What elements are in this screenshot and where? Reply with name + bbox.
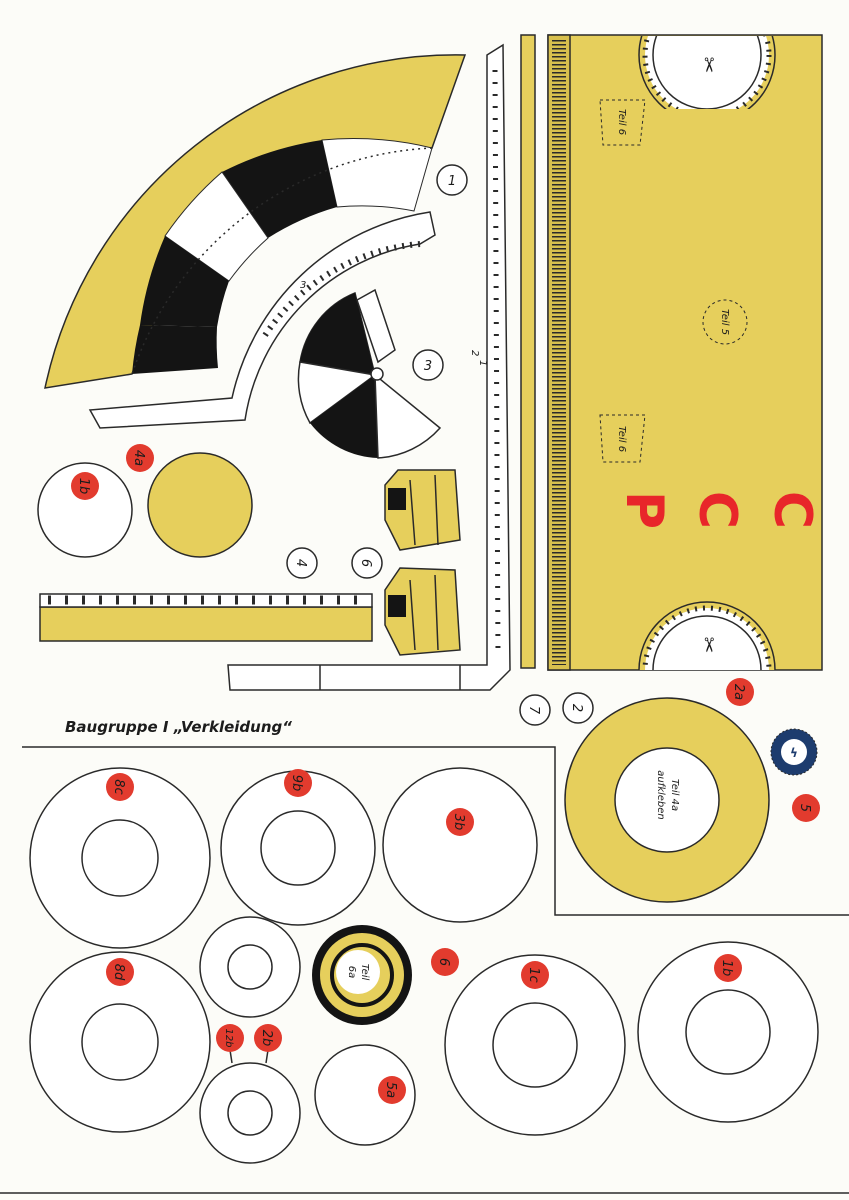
svg-text:8c: 8c bbox=[111, 779, 126, 794]
svg-text:5: 5 bbox=[797, 804, 812, 812]
l-shaped-strip: 1 2 bbox=[227, 43, 511, 691]
part-2-number: 2 bbox=[562, 692, 594, 724]
svg-text:Teil: Teil bbox=[359, 964, 370, 981]
part-4a-disc: 4a bbox=[126, 444, 253, 558]
part-1-number: 1 bbox=[436, 164, 468, 196]
svg-text:3b: 3b bbox=[451, 814, 466, 831]
part-12b-2b-ring: 12b 2b bbox=[199, 1024, 301, 1164]
part-3-disc bbox=[297, 288, 442, 459]
svg-text:6: 6 bbox=[358, 559, 373, 567]
scissors-icon: ✂ bbox=[697, 637, 721, 654]
svg-text:1: 1 bbox=[477, 360, 488, 366]
svg-text:6: 6 bbox=[436, 958, 451, 966]
svg-text:3: 3 bbox=[300, 280, 306, 291]
hull-mark-teil6-top: Teil 6 bbox=[616, 109, 627, 135]
section-heading: Baugruppe I „Verkleidung“ bbox=[65, 718, 292, 736]
svg-text:7: 7 bbox=[526, 706, 541, 715]
part-1-outer-panel bbox=[44, 54, 467, 389]
glue-mark-icon: ϟ bbox=[770, 728, 818, 776]
svg-text:✂: ✂ bbox=[697, 637, 721, 654]
part-8c-disc: 8c bbox=[29, 767, 211, 949]
part-1b-disc: 1b bbox=[37, 462, 133, 558]
part-9b-disc: 9b bbox=[220, 769, 376, 926]
scissors-icon: ✂ bbox=[697, 57, 721, 74]
part-3-number: 3 bbox=[412, 349, 444, 381]
part-curved-strip: 3 bbox=[88, 211, 436, 429]
svg-text:5a: 5a bbox=[383, 1082, 398, 1098]
part-6-bracket-top bbox=[384, 469, 461, 551]
svg-text:P: P bbox=[614, 491, 674, 529]
hull-mark-teil5: Teil 5 bbox=[719, 309, 730, 335]
svg-text:8d: 8d bbox=[111, 964, 126, 981]
svg-text:4: 4 bbox=[293, 559, 308, 567]
part-4-strip bbox=[39, 593, 373, 642]
part-7-number: 7 bbox=[519, 694, 551, 726]
part-2a-ring: 2a Teil 4a aufkleben bbox=[564, 678, 770, 903]
svg-text:1b: 1b bbox=[719, 960, 734, 977]
svg-text:2: 2 bbox=[469, 350, 480, 356]
svg-text:C: C bbox=[687, 491, 747, 529]
svg-text:2a: 2a bbox=[731, 684, 746, 700]
part-6-bracket-bottom bbox=[384, 567, 461, 656]
part-8d-disc: 8d bbox=[29, 951, 211, 1133]
part-3b-disc: 3b bbox=[382, 767, 538, 923]
svg-text:4a: 4a bbox=[131, 450, 146, 466]
svg-text:12b: 12b bbox=[223, 1028, 234, 1047]
svg-text:1: 1 bbox=[448, 174, 456, 189]
svg-text:1b: 1b bbox=[76, 478, 91, 495]
svg-text:2b: 2b bbox=[259, 1030, 274, 1047]
section-divider bbox=[22, 746, 849, 916]
part-1b-lower-disc: 1b bbox=[637, 941, 819, 1123]
svg-text:6a: 6a bbox=[346, 966, 357, 979]
part-small-ring bbox=[199, 916, 301, 1018]
part-7-strip bbox=[520, 34, 536, 669]
svg-text:9b: 9b bbox=[289, 775, 304, 792]
svg-text:2: 2 bbox=[569, 704, 584, 712]
part-6-number: 6 bbox=[351, 547, 383, 579]
svg-text:C: C bbox=[762, 491, 822, 529]
part-6a-core: Teil 6a 6 bbox=[312, 925, 459, 1025]
part-2-hull-panel bbox=[547, 34, 823, 671]
hull-mark-teil6-bottom: Teil 6 bbox=[616, 426, 627, 452]
hull-lettering: C C P bbox=[614, 491, 822, 529]
part-5a-disc: 5a bbox=[314, 1044, 416, 1146]
svg-text:ϟ: ϟ bbox=[790, 746, 798, 760]
svg-text:✂: ✂ bbox=[697, 57, 721, 74]
part-5-badge: 5 bbox=[792, 794, 820, 822]
svg-text:3: 3 bbox=[424, 359, 432, 374]
svg-text:Teil 4a: Teil 4a bbox=[669, 779, 680, 811]
part-4-number: 4 bbox=[286, 547, 318, 579]
part-1c-disc: 1c bbox=[444, 954, 626, 1136]
svg-text:1c: 1c bbox=[526, 967, 541, 982]
svg-text:aufkleben: aufkleben bbox=[655, 770, 666, 820]
